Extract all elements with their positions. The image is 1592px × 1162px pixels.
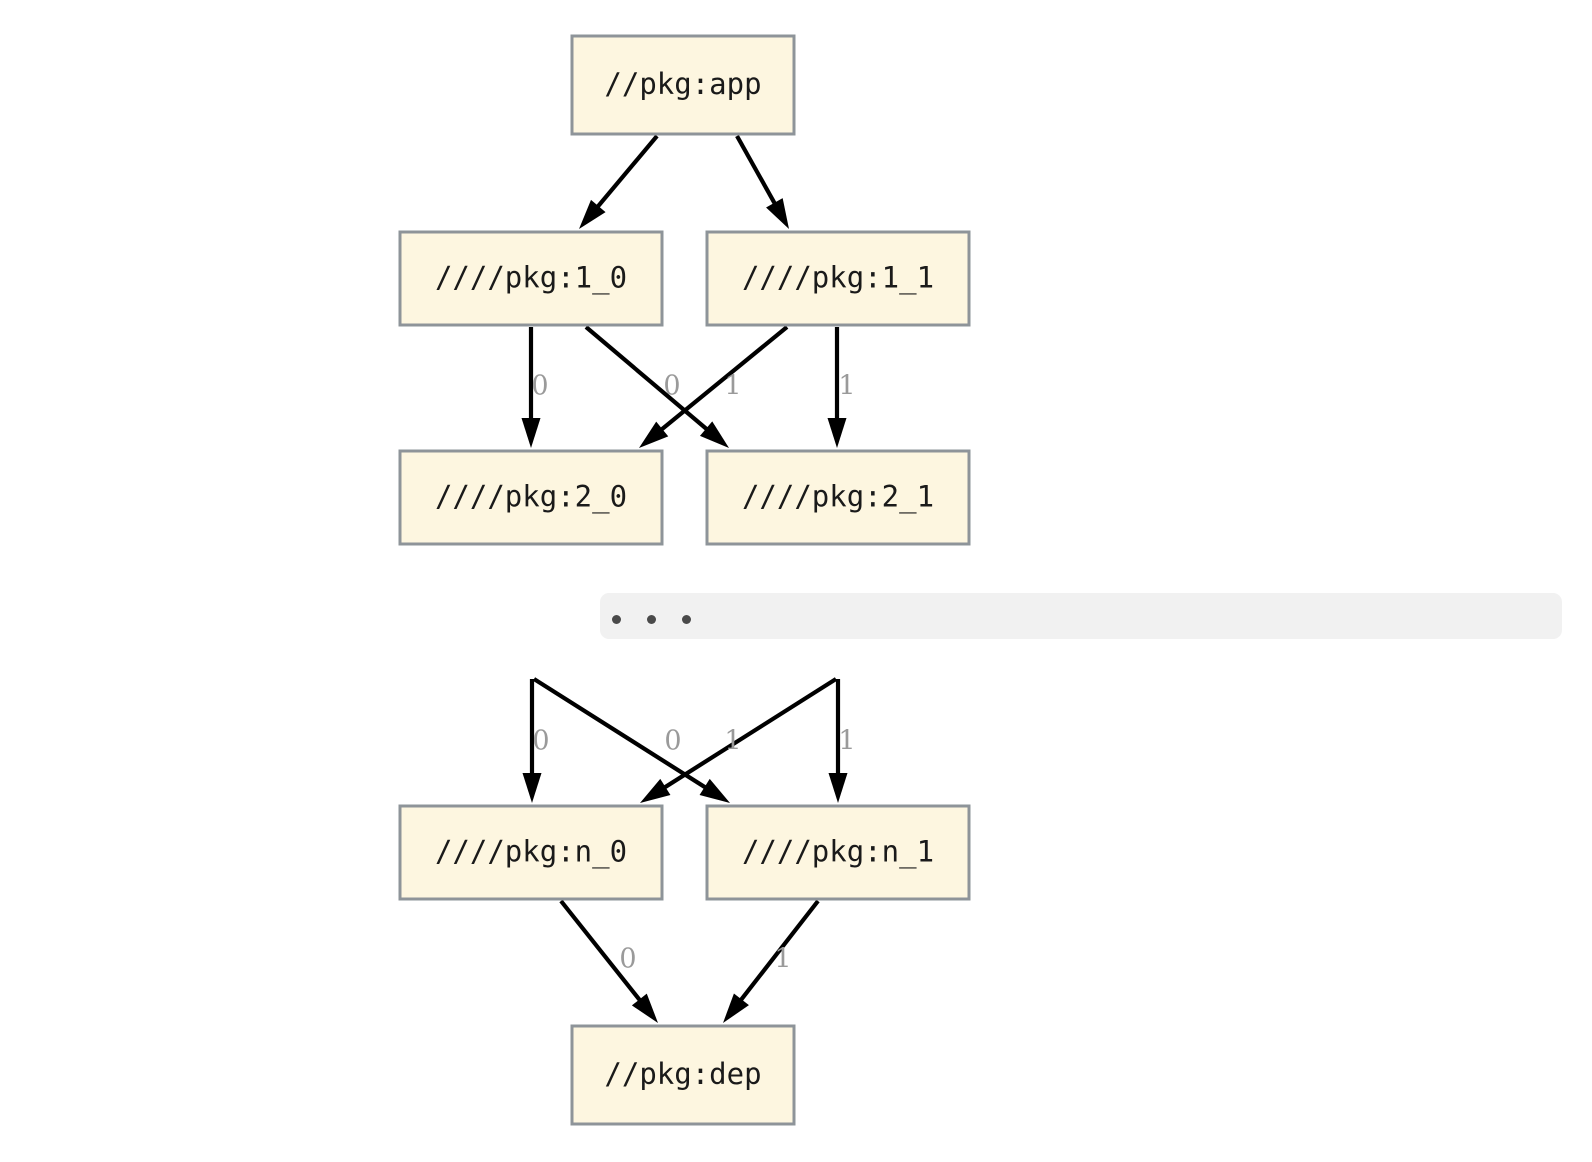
edge-e-1_0-2_1: [584, 325, 729, 448]
node-label-n_1: ////pkg:n_1: [742, 835, 934, 870]
node-n_0[interactable]: ////pkg:n_0: [398, 804, 664, 901]
node-1_1[interactable]: ////pkg:1_1: [705, 230, 971, 327]
edge-e-dots-n_0: [522, 679, 542, 803]
node-label-2_0: ////pkg:2_0: [435, 480, 627, 515]
node-label-dep: //pkg:dep: [604, 1057, 761, 1091]
edge-label-e-dots-n_0b: 0: [664, 726, 681, 757]
node-label-app: //pkg:app: [604, 67, 761, 101]
ellipsis-dots: [612, 615, 691, 624]
node-2_1[interactable]: ////pkg:2_1: [705, 449, 971, 546]
edge-e-1_1-2_0: [639, 325, 789, 448]
edge-label-e-1_1-2_0: 0: [663, 371, 680, 402]
node-label-n_0: ////pkg:n_0: [435, 835, 627, 870]
edge-labels-layer: 0 1 0 1 0 1 0 1 0 1: [531, 371, 855, 975]
node-n_1[interactable]: ////pkg:n_1: [705, 804, 971, 901]
node-label-1_0: ////pkg:1_0: [435, 261, 627, 296]
edge-e-n_0-dep: [559, 899, 658, 1023]
edge-label-e-dots-n_0: 0: [532, 726, 549, 757]
edge-e-app-1_1: [735, 134, 789, 229]
edge-e-dots-n_1: [532, 677, 730, 803]
edge-label-e-1_1-2_1: 1: [838, 371, 855, 402]
edge-e-1_0-2_0: [521, 327, 541, 448]
edge-label-e-dots-n_1b: 1: [838, 726, 855, 757]
edge-e-dots-n_0b: [640, 677, 838, 803]
edge-e-n_1-dep: [723, 899, 820, 1023]
node-app[interactable]: //pkg:app: [570, 34, 796, 136]
node-2_0[interactable]: ////pkg:2_0: [398, 449, 664, 546]
edge-e-app-1_0: [579, 134, 659, 229]
edge-label-e-dots-n_1: 1: [724, 726, 741, 757]
ellipsis-dot-0: [612, 615, 621, 624]
edge-e-dots-n_1b: [828, 679, 848, 803]
nodes-layer: //pkg:app ////pkg:1_0 ////pkg:1_1 ////pkg:2…: [398, 34, 971, 1126]
node-label-1_1: ////pkg:1_1: [742, 261, 934, 296]
edge-label-e-n_1-dep: 1: [774, 944, 791, 975]
node-label-2_1: ////pkg:2_1: [742, 480, 934, 515]
edge-label-e-1_0-2_1: 1: [724, 371, 741, 402]
node-dep[interactable]: //pkg:dep: [570, 1024, 796, 1126]
ellipsis-band: [600, 593, 1562, 639]
edge-label-e-n_0-dep: 0: [619, 944, 636, 975]
node-1_0[interactable]: ////pkg:1_0: [398, 230, 664, 327]
ellipsis-dot-2: [682, 615, 691, 624]
edge-e-1_1-2_1: [827, 327, 847, 448]
edge-label-e-1_0-2_0: 0: [531, 371, 548, 402]
edges-layer: [521, 134, 848, 1023]
ellipsis-dot-1: [647, 615, 656, 624]
